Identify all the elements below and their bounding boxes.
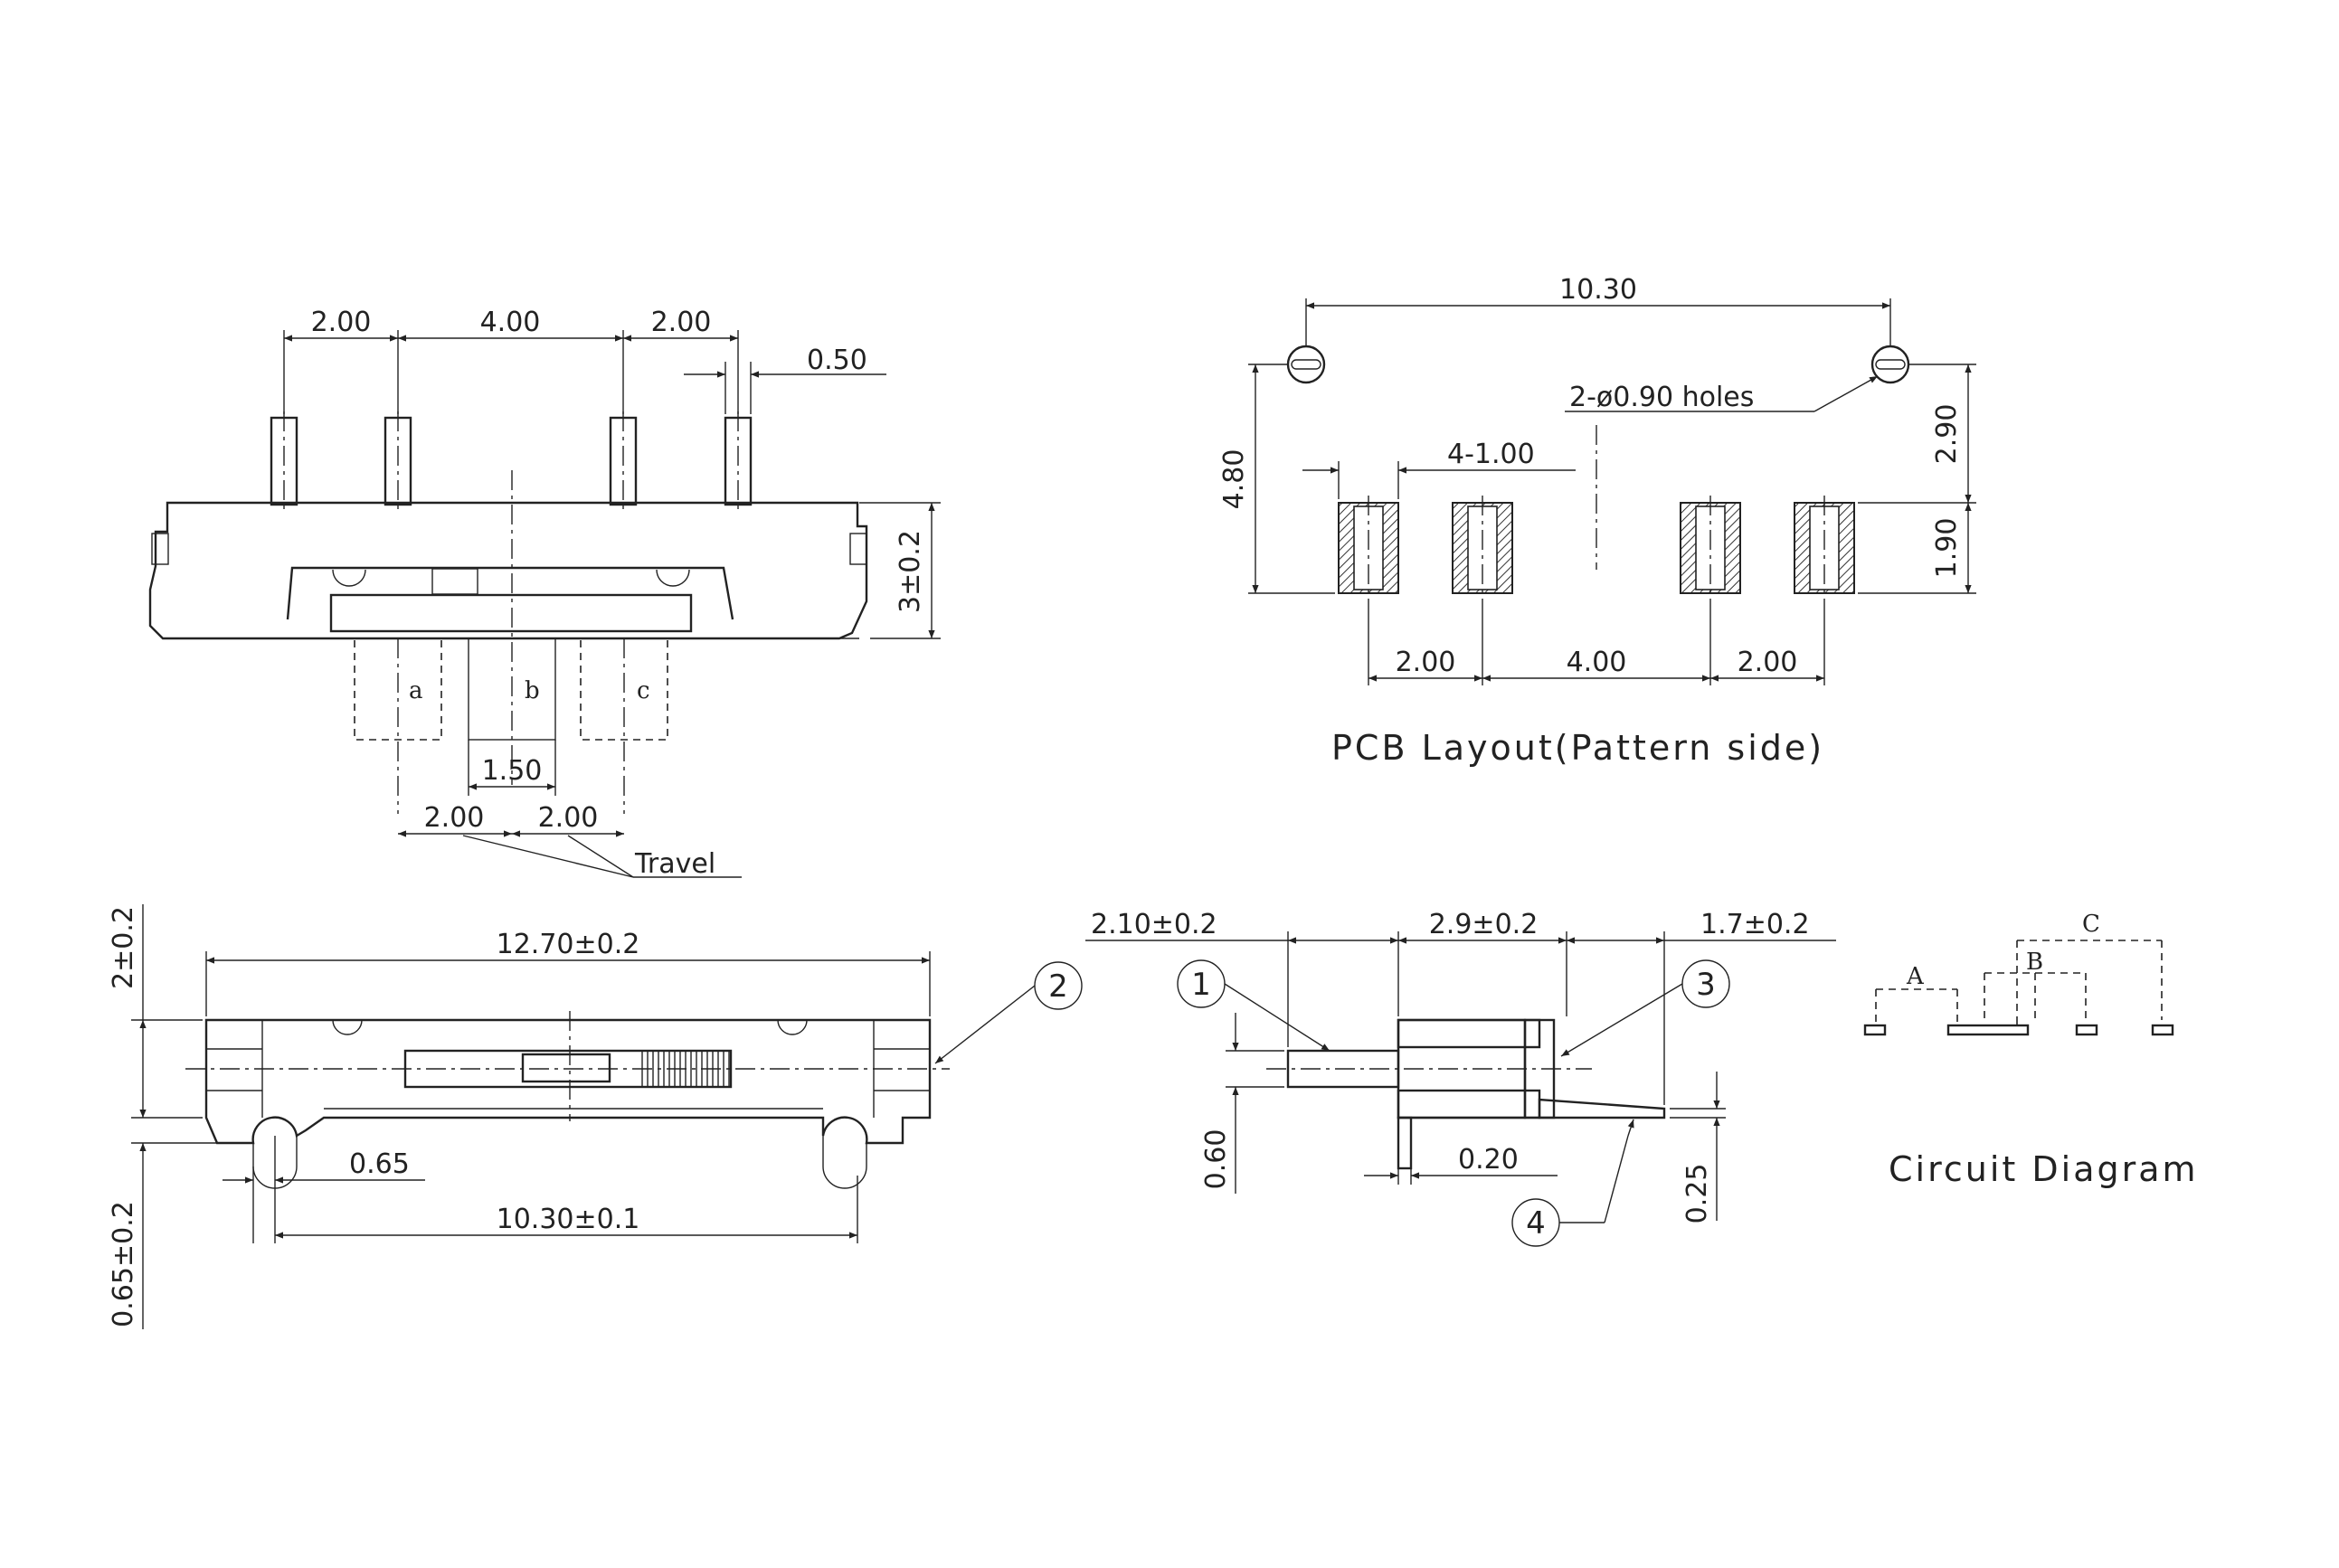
pin-width-dim: 0.50: [807, 345, 867, 376]
circuit-label-b: B: [2026, 949, 2043, 976]
top-view-pins: [270, 411, 753, 511]
pad-width-dim: 4-1.00: [1447, 439, 1535, 470]
travel-left-dim: 2.00: [424, 802, 485, 834]
top-view-body: [148, 470, 868, 785]
front-height-dim: 2±0.2: [108, 906, 139, 989]
balloon-1: 1: [1191, 967, 1211, 1003]
circuit-label-a: A: [1906, 963, 1925, 990]
front-view: 12.70±0.2 2±0.2 0.65±0.2 0.65 10.30±0.1: [108, 904, 1083, 1329]
top-view: a b c 2.00 4.00 2.00 0.50: [148, 307, 941, 880]
circuit-diagram-title: Circuit Diagram: [1889, 1149, 2199, 1189]
side-view: 2.10±0.2 2.9±0.2 1.7±0.2 0.60 0.20 0.25: [1085, 909, 1836, 1247]
side-mid-dim: 2.9±0.2: [1429, 909, 1539, 940]
front-standoff-dim: 0.65±0.2: [108, 1201, 139, 1327]
pcb-dimensions: 10.30 2-ø0.90 holes 4-1.00 4.80 2.90: [1218, 274, 1976, 685]
travel-right-dim: 2.00: [538, 802, 599, 834]
front-length-dim: 12.70±0.2: [497, 929, 640, 960]
gap-dim: 0.20: [1458, 1144, 1519, 1176]
side-right-dim: 1.7±0.2: [1700, 909, 1810, 940]
pitch-mid-dim: 4.00: [480, 307, 541, 338]
pin-thick-dim: 0.60: [1200, 1129, 1232, 1190]
pcb-upper-height-dim: 2.90: [1931, 404, 1963, 465]
peg-span-dim: 10.30±0.1: [497, 1204, 640, 1235]
circuit-diagram: A B C Circuit Diagram: [1863, 911, 2199, 1189]
pitch-right-dim: 2.00: [651, 307, 712, 338]
position-a-label: a: [409, 677, 423, 704]
mounting-holes: [1286, 345, 1910, 384]
pcb-total-height-dim: 4.80: [1218, 449, 1250, 510]
circuit-label-c: C: [2082, 911, 2100, 938]
knob-width-dim: 1.50: [482, 755, 543, 787]
lead-thick-dim: 0.25: [1681, 1164, 1713, 1224]
pitch-left-dim: 2.00: [311, 307, 372, 338]
pcb-layout-title: PCB Layout(Pattern side): [1331, 728, 1824, 768]
side-view-body: [1266, 1018, 1666, 1170]
side-left-dim: 2.10±0.2: [1091, 909, 1217, 940]
balloon-3: 3: [1696, 967, 1716, 1003]
position-c-label: c: [637, 677, 650, 704]
front-view-dimensions: 12.70±0.2 2±0.2 0.65±0.2 0.65 10.30±0.1: [108, 904, 1083, 1329]
peg-offset-dim: 0.65: [349, 1148, 410, 1180]
pcb-pitch-mid-dim: 4.00: [1567, 647, 1627, 678]
position-b-label: b: [525, 677, 540, 704]
pcb-pitch-right-dim: 2.00: [1738, 647, 1798, 678]
top-view-dimensions: 2.00 4.00 2.00 0.50 3±0.2 1.50 2.00 2.0: [283, 307, 941, 880]
pcb-span-dim: 10.30: [1559, 274, 1637, 306]
balloon-2: 2: [1048, 968, 1068, 1005]
slider-positions: a b c: [354, 638, 668, 814]
pcb-pitch-left-dim: 2.00: [1396, 647, 1456, 678]
side-view-dimensions: 2.10±0.2 2.9±0.2 1.7±0.2 0.60 0.20 0.25: [1085, 909, 1836, 1247]
pcb-pads: [1338, 425, 1855, 600]
pcb-pad-height-dim: 1.90: [1931, 518, 1963, 579]
body-height-dim: 3±0.2: [895, 530, 926, 613]
travel-label: Travel: [634, 848, 715, 880]
holes-dim: 2-ø0.90 holes: [1569, 382, 1754, 413]
balloon-4: 4: [1526, 1205, 1546, 1242]
front-view-body: [185, 1011, 950, 1189]
pcb-layout: 10.30 2-ø0.90 holes 4-1.00 4.80 2.90: [1218, 274, 1976, 768]
